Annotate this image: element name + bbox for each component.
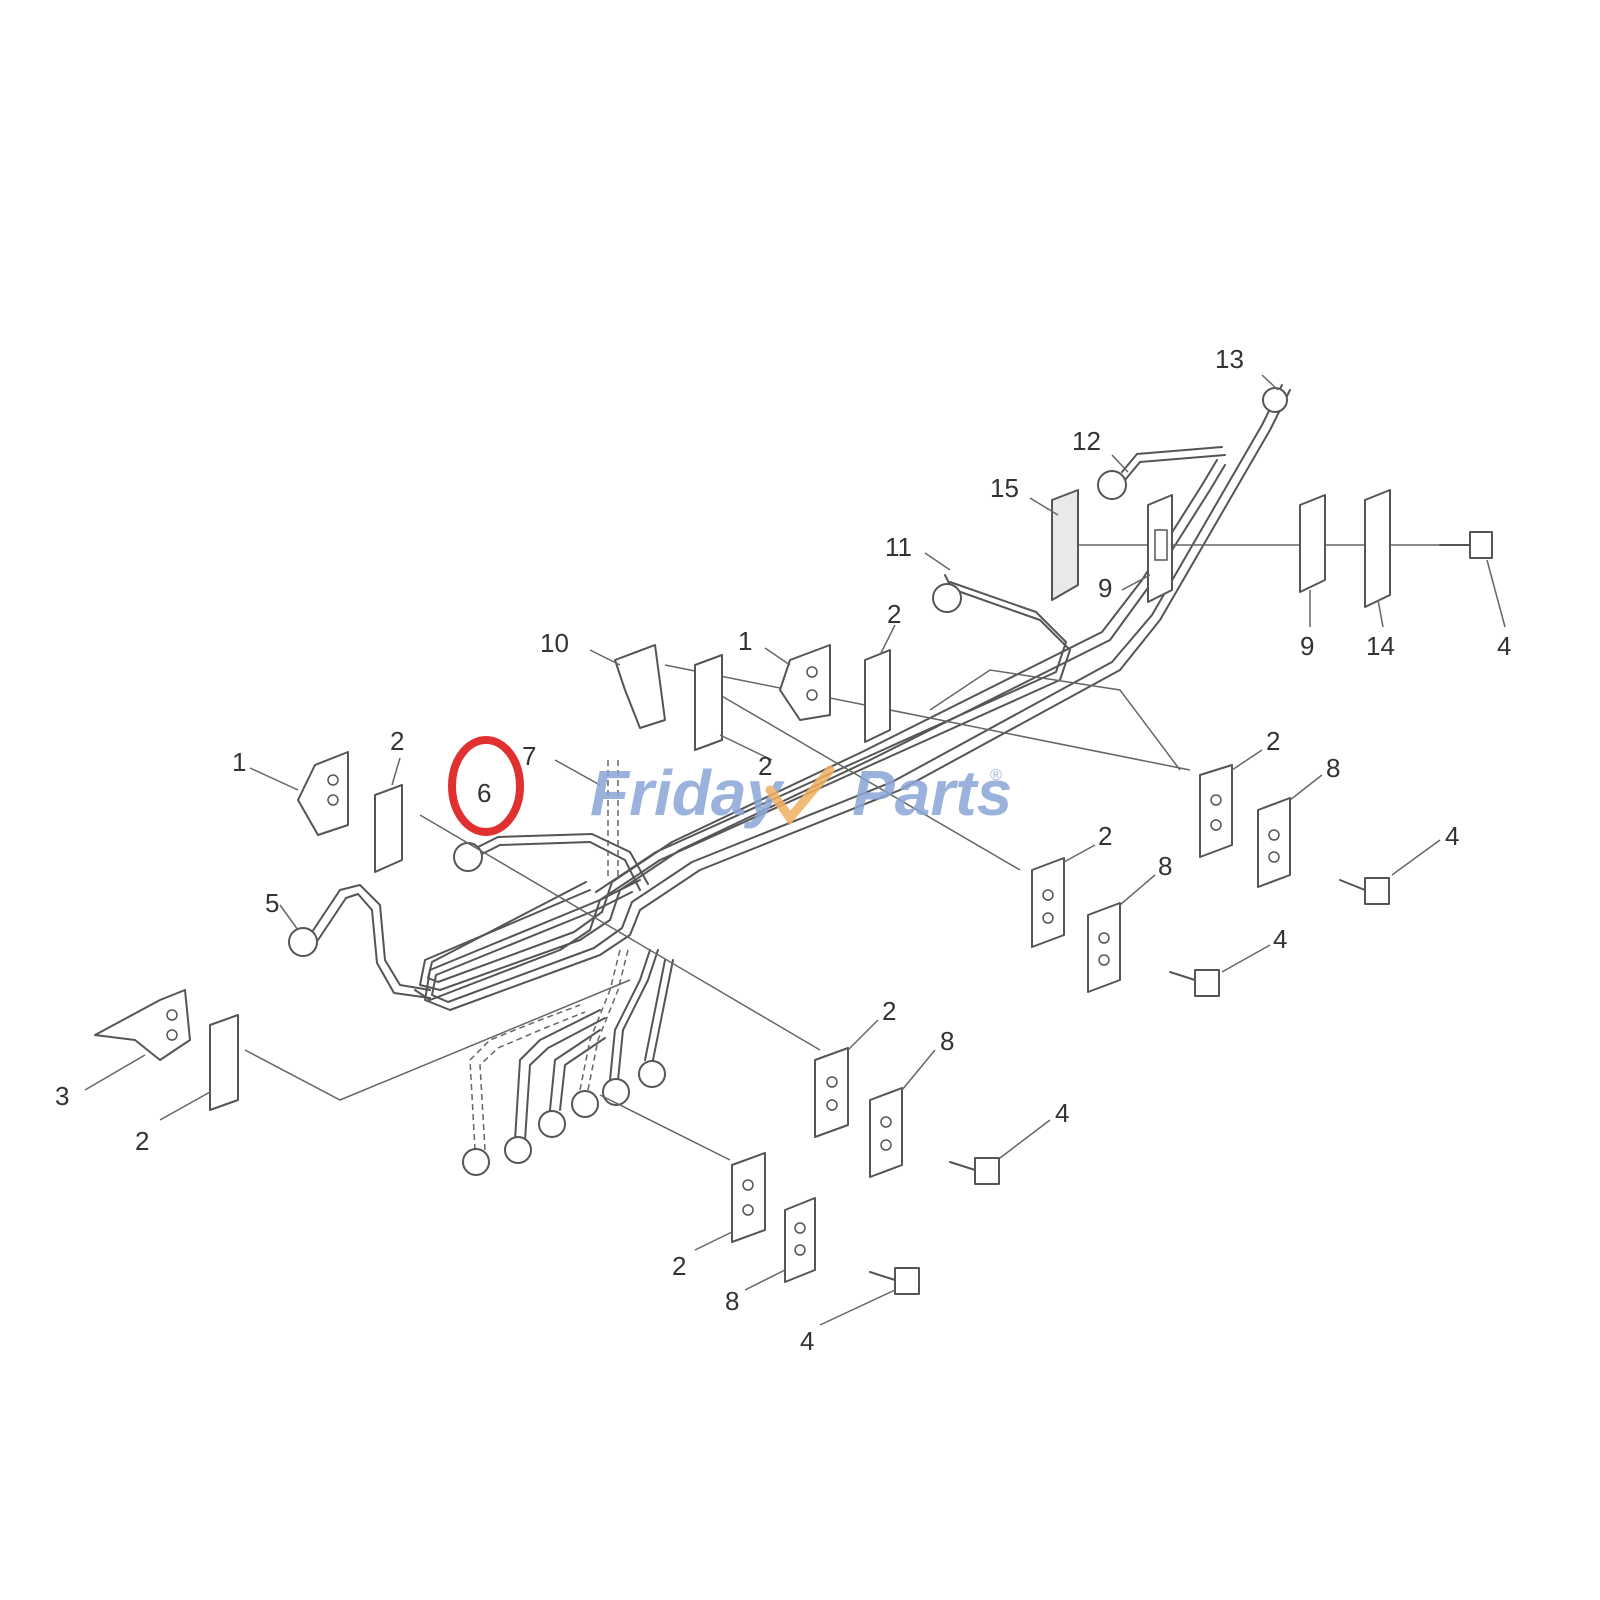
callout-2-c: 2	[1266, 726, 1280, 756]
callout-8-d: 8	[725, 1286, 739, 1316]
bracket-10	[614, 644, 666, 729]
callout-2-d: 2	[390, 726, 404, 756]
clamp-2-d	[374, 784, 403, 873]
clamp-2-a	[694, 654, 723, 751]
clamp-2-h	[731, 1152, 766, 1243]
watermark-text: Friday Parts	[590, 757, 1012, 829]
callout-5: 5	[265, 888, 279, 918]
bolt-4-c	[1169, 969, 1220, 997]
callout-15: 15	[990, 473, 1019, 503]
callout-1-a: 1	[738, 626, 752, 656]
plate-15	[1051, 489, 1079, 601]
callout-11: 11	[885, 532, 912, 562]
callout-leaders	[84, 374, 1506, 1326]
plate-14	[1364, 489, 1391, 608]
callout-2-b: 2	[758, 751, 772, 781]
fuel-pipe-bundle	[309, 384, 1291, 1151]
callout-4-c: 4	[1273, 924, 1287, 954]
callout-14: 14	[1366, 631, 1395, 661]
callout-2-e: 2	[1098, 821, 1112, 851]
callout-labels: 13 12 15 11 9 9 14 4 10 1 2 2 2 8 4 1 2 …	[55, 344, 1511, 1356]
callout-13: 13	[1215, 344, 1244, 374]
callout-2-a: 2	[887, 599, 901, 629]
clamp-parts	[94, 489, 1493, 1295]
bolt-4-b	[1339, 877, 1390, 905]
bolt-4-d	[949, 1157, 1000, 1185]
nut-bottom-1	[462, 1148, 490, 1176]
assembly-lines	[244, 544, 1480, 1161]
clamp-2-c	[1199, 764, 1233, 858]
nut-13	[1262, 387, 1288, 413]
plate-8-b	[1087, 902, 1121, 993]
callout-4-a: 4	[1497, 631, 1511, 661]
bolt-4-a	[1439, 531, 1493, 559]
callout-4-e: 4	[800, 1326, 814, 1356]
highlight-ring	[448, 736, 524, 836]
callout-9-a: 9	[1098, 573, 1112, 603]
callout-9-b: 9	[1300, 631, 1314, 661]
clamp-2-f	[209, 1014, 239, 1111]
watermark-check-icon	[765, 765, 835, 826]
clamp-9-b	[1299, 494, 1326, 593]
callout-8-c: 8	[940, 1026, 954, 1056]
nut-bottom-6	[638, 1060, 666, 1088]
nut-bottom-2	[504, 1136, 532, 1164]
callout-1-b: 1	[232, 747, 246, 777]
nut-bottom-4	[571, 1090, 599, 1118]
callout-4-b: 4	[1445, 821, 1459, 851]
plate-8-d	[784, 1197, 816, 1283]
bolt-4-e	[869, 1267, 920, 1295]
callout-3: 3	[55, 1081, 69, 1111]
watermark-registered-mark: ®	[990, 767, 1002, 784]
callout-7: 7	[522, 741, 536, 771]
bracket-3	[94, 989, 191, 1061]
callout-4-d: 4	[1055, 1098, 1069, 1128]
union-nuts	[288, 387, 1288, 1176]
clamp-2-b	[864, 649, 891, 743]
clamp-9-a-slot	[1154, 529, 1168, 561]
callout-8-a: 8	[1326, 753, 1340, 783]
nut-6	[453, 842, 483, 872]
callout-12: 12	[1072, 426, 1101, 456]
callout-2-f: 2	[135, 1126, 149, 1156]
nut-bottom-5	[602, 1078, 630, 1106]
callout-6: 6	[477, 778, 491, 808]
callout-2-h: 2	[672, 1251, 686, 1281]
callout-2-g: 2	[882, 996, 896, 1026]
clamp-2-g	[814, 1047, 849, 1138]
watermark-friday: Friday	[590, 757, 785, 829]
bracket-1-b	[297, 751, 349, 836]
clamp-2-e	[1031, 857, 1065, 948]
highlight-part-6: 6	[448, 736, 524, 836]
watermark-logo: Friday Parts ®	[590, 757, 1012, 829]
plate-8-c	[869, 1087, 903, 1178]
nut-11	[932, 583, 962, 613]
bracket-1-a	[779, 644, 831, 721]
nut-12	[1097, 470, 1127, 500]
nut-5	[288, 927, 318, 957]
callout-10: 10	[540, 628, 569, 658]
plate-8-a	[1257, 797, 1291, 888]
nut-bottom-3	[538, 1110, 566, 1138]
callout-8-b: 8	[1158, 851, 1172, 881]
watermark-parts: Parts	[852, 757, 1012, 829]
